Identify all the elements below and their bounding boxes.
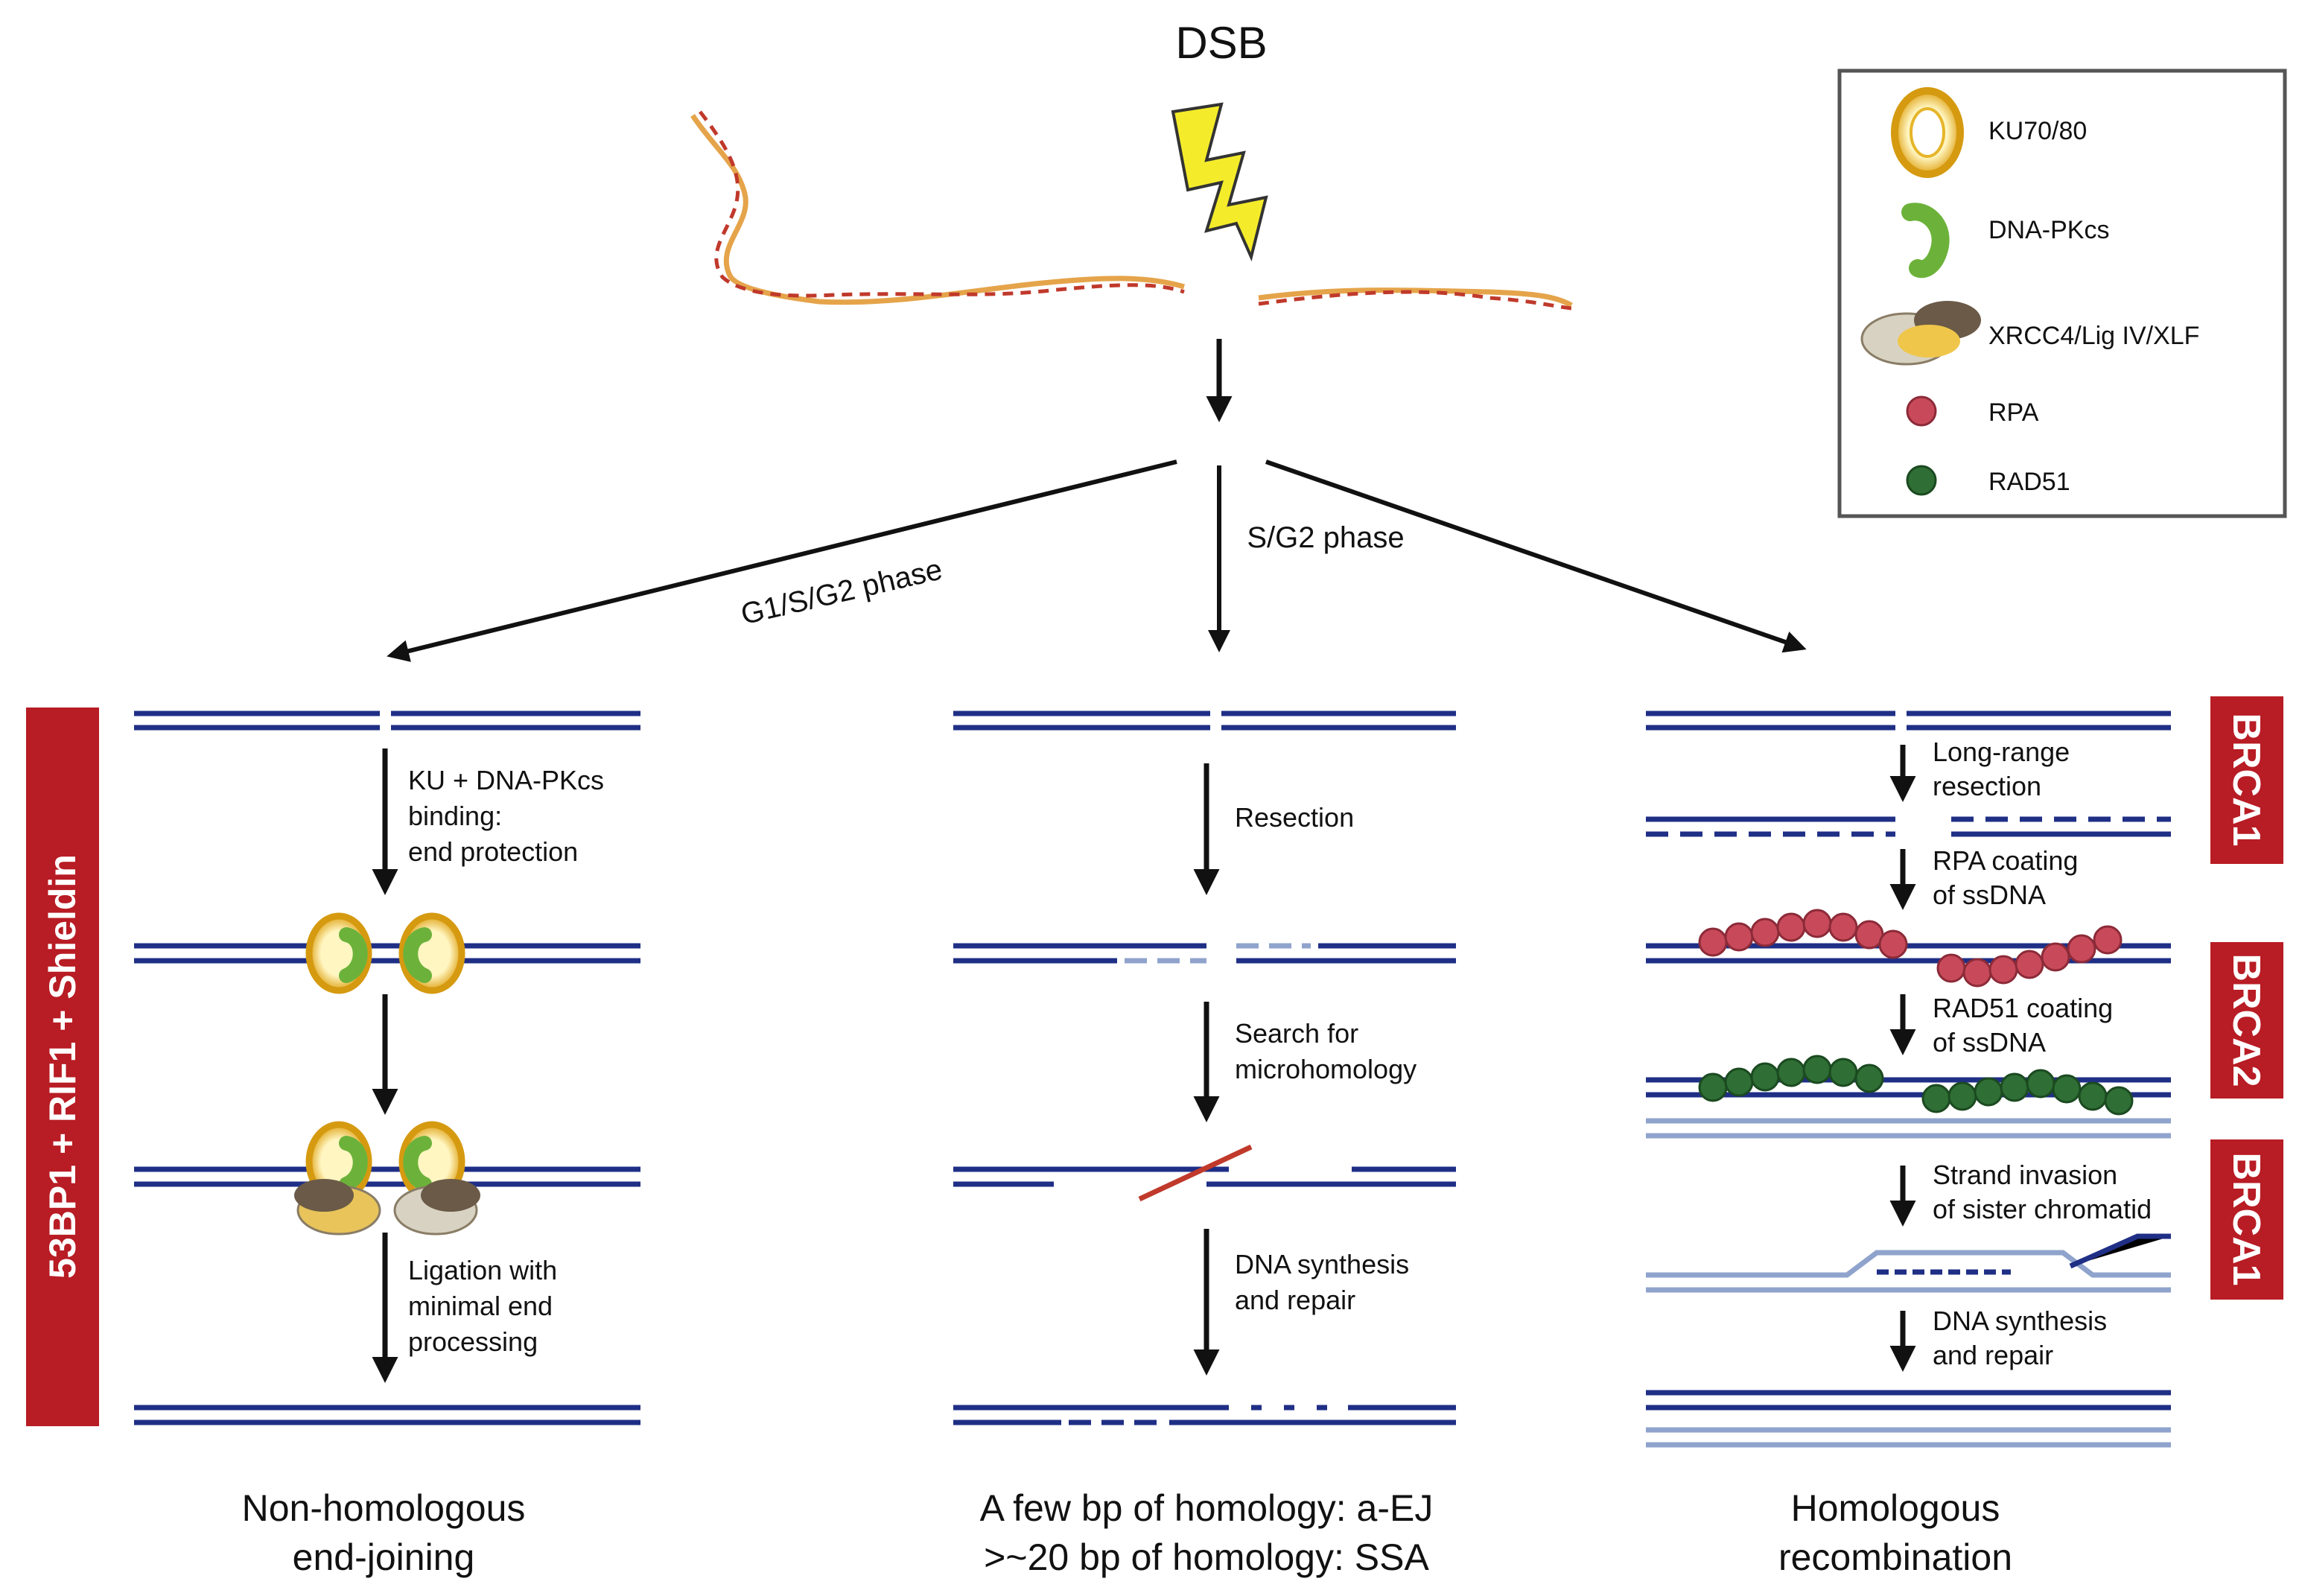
- hr-step2-line1: RPA coating: [1933, 845, 2078, 876]
- nhej-caption-line2: end-joining: [293, 1536, 475, 1578]
- side-label-brca1-bottom: BRCA1: [2210, 1139, 2283, 1300]
- hr-caption-line1: Homologous: [1791, 1487, 2000, 1529]
- nhej-pathway: [134, 710, 640, 1425]
- alt-step3-line1: DNA synthesis: [1235, 1249, 1409, 1279]
- legend-label-ku70-80: KU70/80: [1988, 117, 2087, 145]
- side-label-brca1-top: BRCA1: [2210, 696, 2283, 864]
- nhej-step1-line2: binding:: [408, 801, 502, 831]
- nhej-caption-line1: Non-homologous: [242, 1487, 526, 1529]
- xrcc4-complex-icon: [1860, 301, 1981, 366]
- side-label-brca2: BRCA2: [2210, 942, 2283, 1099]
- legend-label-dna-pkcs: DNA-PKcs: [1988, 216, 2109, 244]
- hr-step1-line2: resection: [1933, 771, 2041, 801]
- arrow-to-nhej: [387, 460, 1177, 662]
- nhej-step3-line2: minimal end: [408, 1291, 553, 1321]
- legend-label-rpa: RPA: [1988, 398, 2039, 427]
- broken-dna-helix: [690, 110, 1573, 311]
- legend-label-xrcc4: XRCC4/Lig IV/XLF: [1988, 322, 2199, 350]
- svg-text:BRCA2: BRCA2: [2225, 953, 2268, 1087]
- alt-step2-line1: Search for: [1235, 1018, 1358, 1049]
- dsb-title: DSB: [1175, 18, 1267, 68]
- svg-text:BRCA1: BRCA1: [2225, 1152, 2268, 1285]
- alt-caption-line1: A few bp of homology: a-EJ: [980, 1487, 1434, 1529]
- hr-step5-line2: and repair: [1933, 1340, 2053, 1370]
- legend-label-rad51: RAD51: [1988, 468, 2070, 496]
- alt-ej-pathway: [953, 710, 1456, 1425]
- side-label-53bp1: 53BP1 + RIF1 + Shieldin: [26, 708, 99, 1426]
- rad51-bead-icon: [1906, 465, 1937, 496]
- ku-dnapkcs-complex: [305, 912, 465, 994]
- lightning-bolt-icon: [1171, 102, 1268, 262]
- xrcc4-ligation-complex: [294, 1121, 480, 1236]
- hr-step3-line1: RAD51 coating: [1933, 993, 2113, 1023]
- nhej-step3-line3: processing: [408, 1326, 538, 1357]
- hr-step4-line2: of sister chromatid: [1933, 1194, 2152, 1224]
- hr-step5-line1: DNA synthesis: [1933, 1306, 2107, 1336]
- ku70-80-ring-icon: [1891, 87, 1964, 178]
- svg-text:53BP1 + RIF1 + Shieldin: 53BP1 + RIF1 + Shieldin: [42, 854, 83, 1279]
- legend: KU70/80 DNA-PKcs XRCC4/Lig IV/XLF RPA RA…: [1837, 69, 2287, 518]
- svg-text:BRCA1: BRCA1: [2225, 713, 2268, 846]
- arrow-to-hr: [1265, 460, 1807, 653]
- alt-step2-line2: microhomology: [1235, 1054, 1417, 1084]
- phase-label-s-g2: S/G2 phase: [1247, 521, 1404, 554]
- phase-label-g1-s-g2: G1/S/G2 phase: [738, 553, 946, 632]
- rad51-coated-ssdna: [1698, 1055, 2134, 1116]
- alt-caption-line2: >~20 bp of homology: SSA: [984, 1536, 1429, 1578]
- hr-step1-line1: Long-range: [1933, 737, 2070, 767]
- hr-step4-line1: Strand invasion: [1933, 1160, 2117, 1190]
- hr-caption-line2: recombination: [1778, 1536, 2012, 1578]
- nhej-step1-line1: KU + DNA-PKcs: [408, 765, 604, 795]
- rpa-coated-ssdna: [1698, 909, 2123, 988]
- hr-step3-line2: of ssDNA: [1933, 1027, 2046, 1058]
- alt-step3-line2: and repair: [1235, 1285, 1355, 1315]
- dna-pkcs-icon: [1901, 203, 1950, 279]
- hr-step2-line2: of ssDNA: [1933, 880, 2046, 910]
- nhej-step3-line1: Ligation with: [408, 1255, 557, 1285]
- nhej-step1-line3: end protection: [408, 836, 578, 867]
- rpa-bead-icon: [1906, 395, 1937, 427]
- alt-step1: Resection: [1235, 802, 1354, 833]
